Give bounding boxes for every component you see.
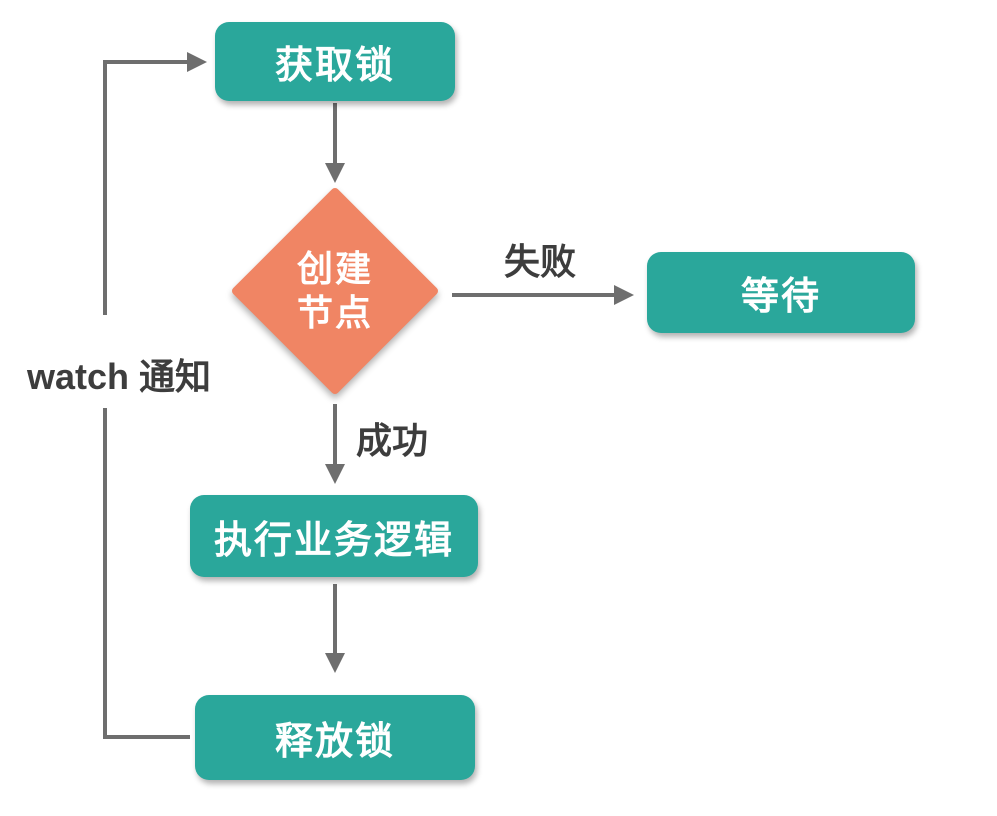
node-execute-business-logic: 执行业务逻辑 xyxy=(190,495,478,577)
node-release-lock-label: 释放锁 xyxy=(274,721,395,763)
node-acquire-lock: 获取锁 xyxy=(215,22,455,101)
node-execute-business-logic-label: 执行业务逻辑 xyxy=(213,519,454,562)
node-wait-label: 等待 xyxy=(740,276,821,318)
edge-label-watch-notify: watch 通知 xyxy=(26,356,212,397)
node-wait: 等待 xyxy=(647,252,915,333)
node-create-node-label: 创建 节点 xyxy=(296,248,374,333)
arrow-release-to-acquire-upper-segment xyxy=(103,52,207,315)
arrow-release-to-acquire-lower-segment xyxy=(103,408,190,739)
edge-label-success: 成功 xyxy=(355,420,429,461)
node-acquire-lock-label: 获取锁 xyxy=(274,45,395,87)
edge-label-fail: 失败 xyxy=(503,241,577,282)
node-release-lock: 释放锁 xyxy=(195,695,475,780)
